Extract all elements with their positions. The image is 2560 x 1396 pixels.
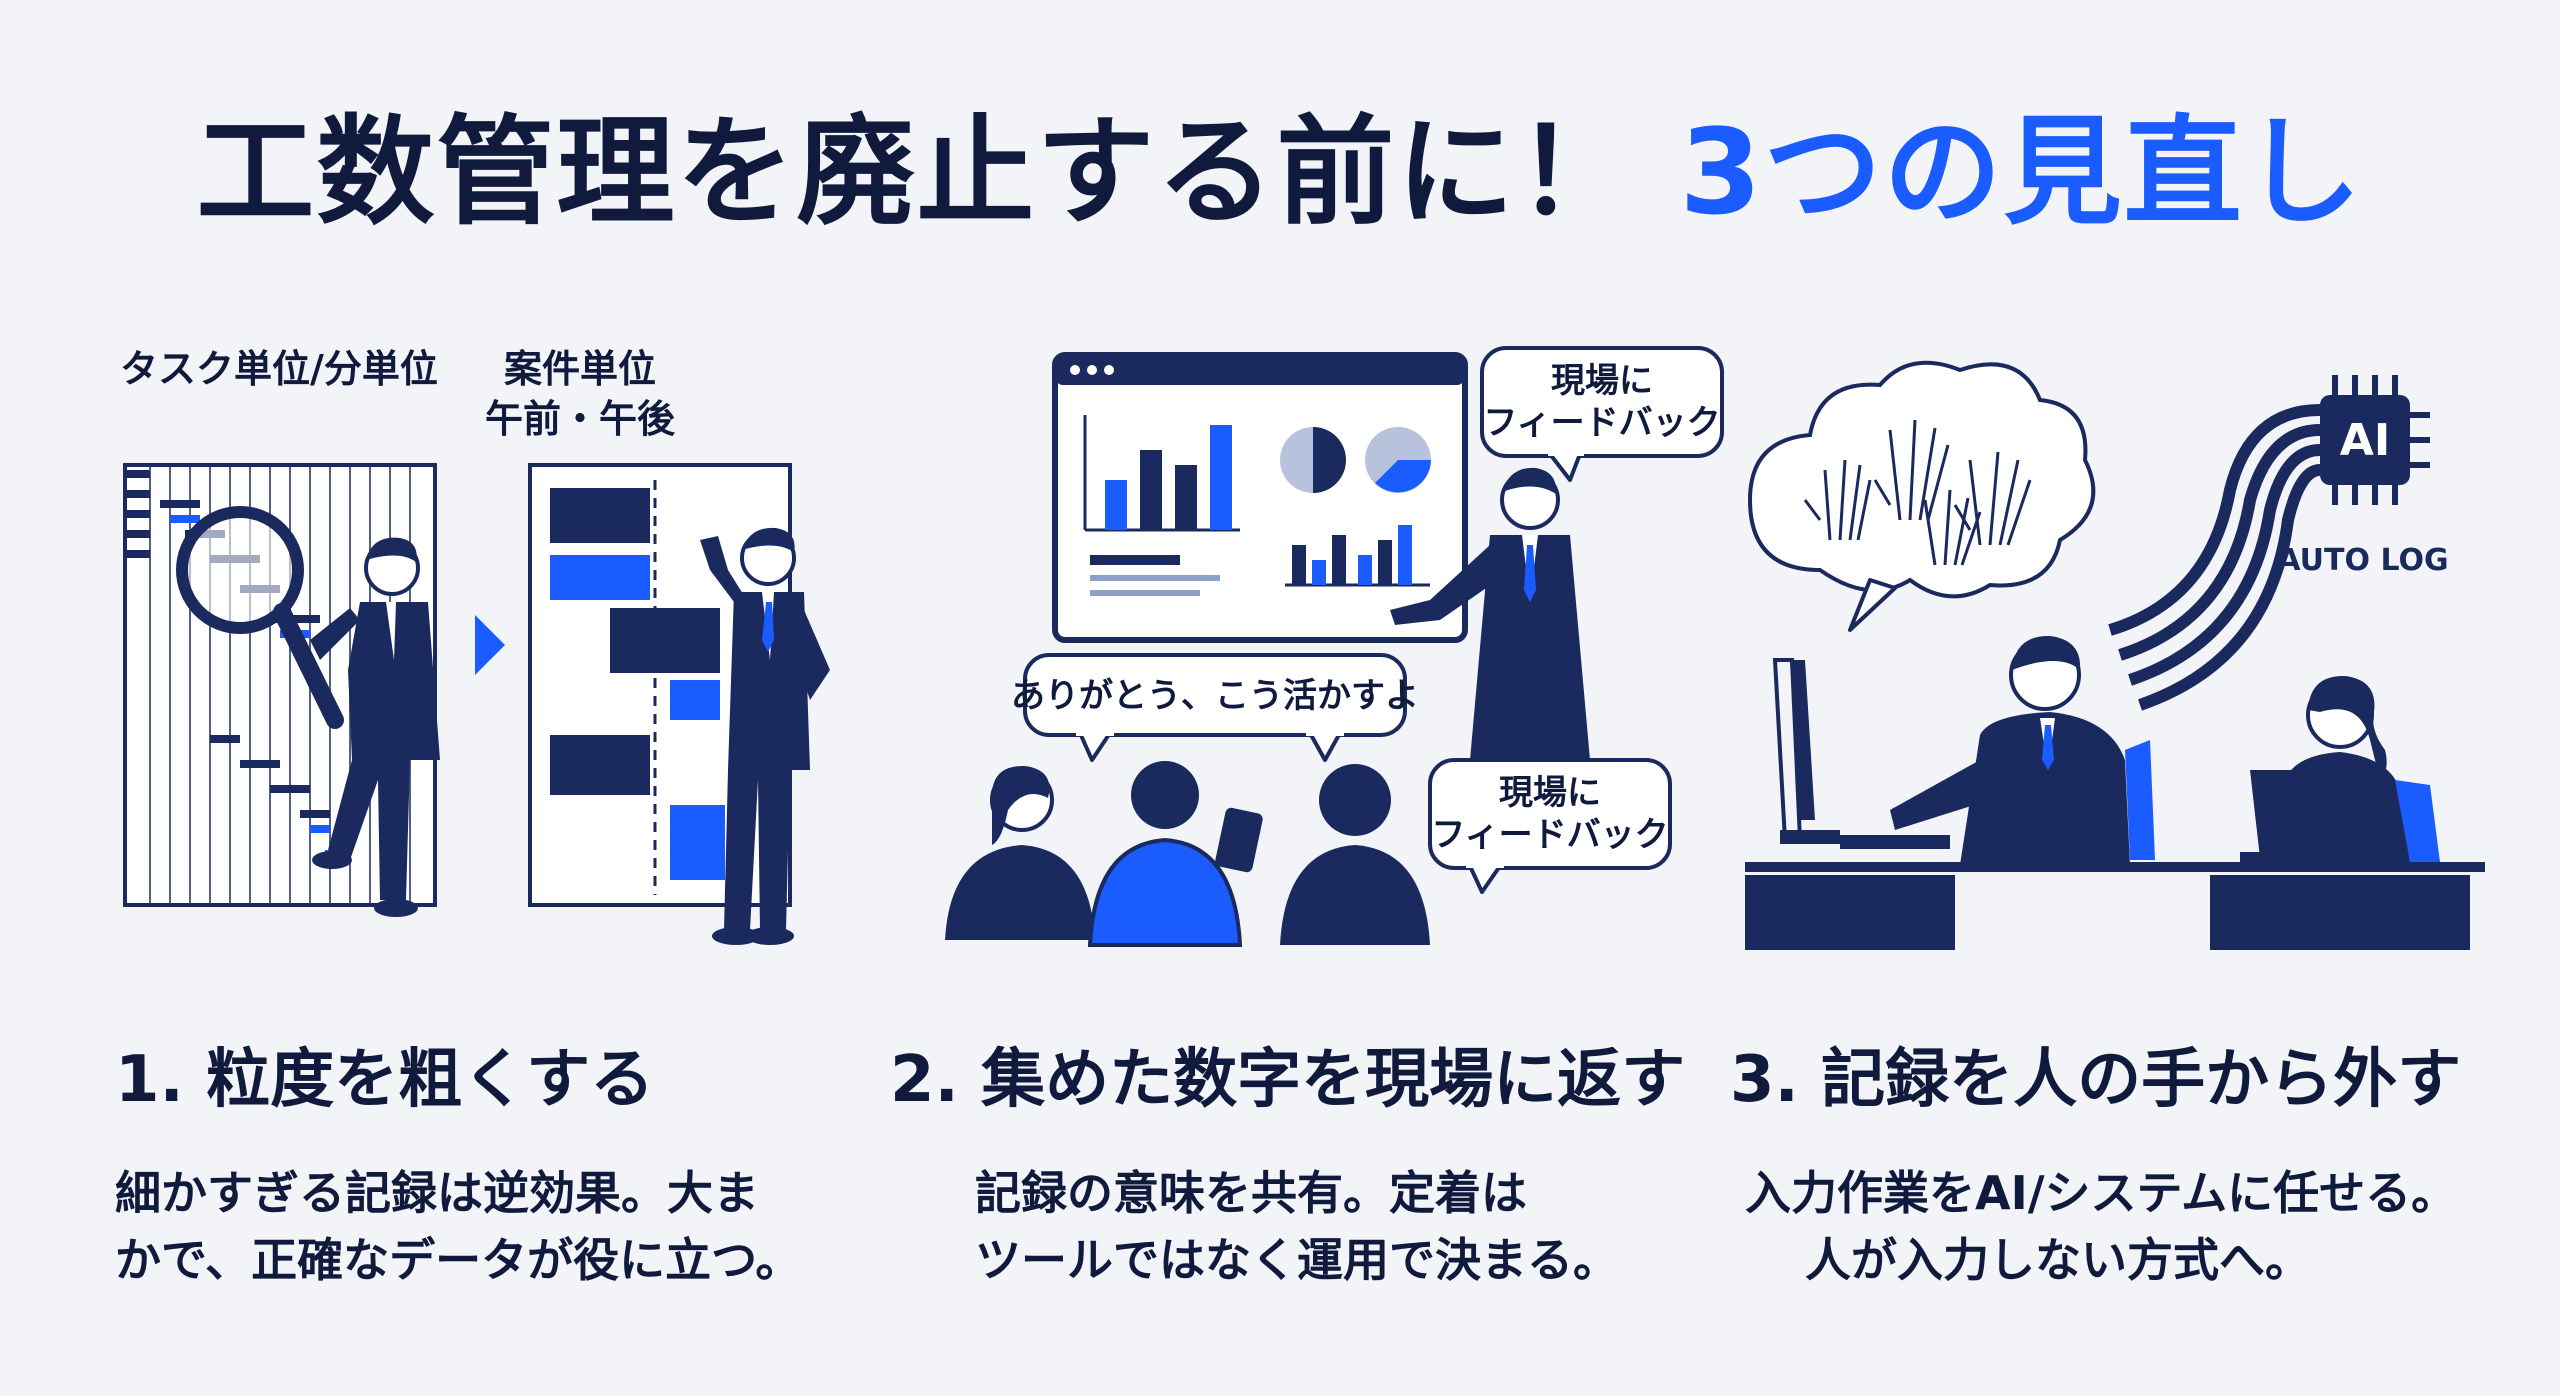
bubble-thanks: ありがとう、こう活かすよ [1011,653,1419,762]
label-project-unit: 案件単位 [504,347,656,391]
section-2-description: 記録の意味を共有。定着は ツールではなく運用で決まる。 [975,1166,1619,1287]
magnifier-icon [176,506,344,729]
svg-text:フィードバック: フィードバック [1431,815,1668,855]
arrow-right-icon [475,615,505,675]
person-presenter [1390,467,1590,760]
person-laptop [2240,675,2440,862]
illustration-feedback: 現場に フィードバック ありがとう、こう活かすよ 現場に フ [930,340,1750,960]
audience [945,761,1430,947]
section-2-heading: 2. 集めた数字を現場に返す [890,1043,1686,1117]
illustration-automation: AI AUTO LOG [1730,340,2490,960]
section-1-description: 細かすぎる記録は逆効果。大ま かで、正確なデータが役に立つ。 [115,1166,802,1287]
section-3-description: 入力作業をAI/システムに任せる。 人が入力しない方式へ。 [1745,1166,2458,1287]
svg-text:フィードバック: フィードバック [1483,403,1720,443]
svg-text:現場に: 現場に [1499,773,1601,813]
svg-text:AI: AI [2340,415,2390,466]
person-confident [700,527,830,945]
bubble-feedback-bottom: 現場に フィードバック [1428,758,1672,894]
svg-text:現場に: 現場に [1551,361,1653,401]
raised-hands-icon [1803,419,2032,566]
page-title: 工数管理を廃止する前に！ 3つの見直し [0,107,2560,238]
dashboard-monitor [1052,352,1468,643]
illustration-granularity: タスク単位/分単位 案件単位 午前・午後 [110,340,870,960]
title-accent: 3つの見直し [1679,103,2364,241]
auto-log-caption: AUTO LOG [2277,543,2448,578]
label-am-pm: 午前・午後 [485,397,676,441]
data-stream-lines [2108,404,2321,711]
computer-desk [1745,658,2485,950]
section-1-heading: 1. 粒度を粗くする [115,1043,655,1117]
title-main: 工数管理を廃止する前に！ [196,103,1637,241]
ai-chip-icon: AI [2320,375,2430,505]
section-3-heading: 3. 記録を人の手から外す [1730,1043,2462,1117]
person-typing [1840,635,2155,865]
svg-text:ありがとう、こう活かすよ: ありがとう、こう活かすよ [1011,676,1419,716]
bubble-feedback-top: 現場に フィードバック [1480,346,1724,482]
label-task-minute: タスク単位/分単位 [120,347,438,391]
person-searching [310,537,440,917]
thought-cloud [1747,360,2096,632]
